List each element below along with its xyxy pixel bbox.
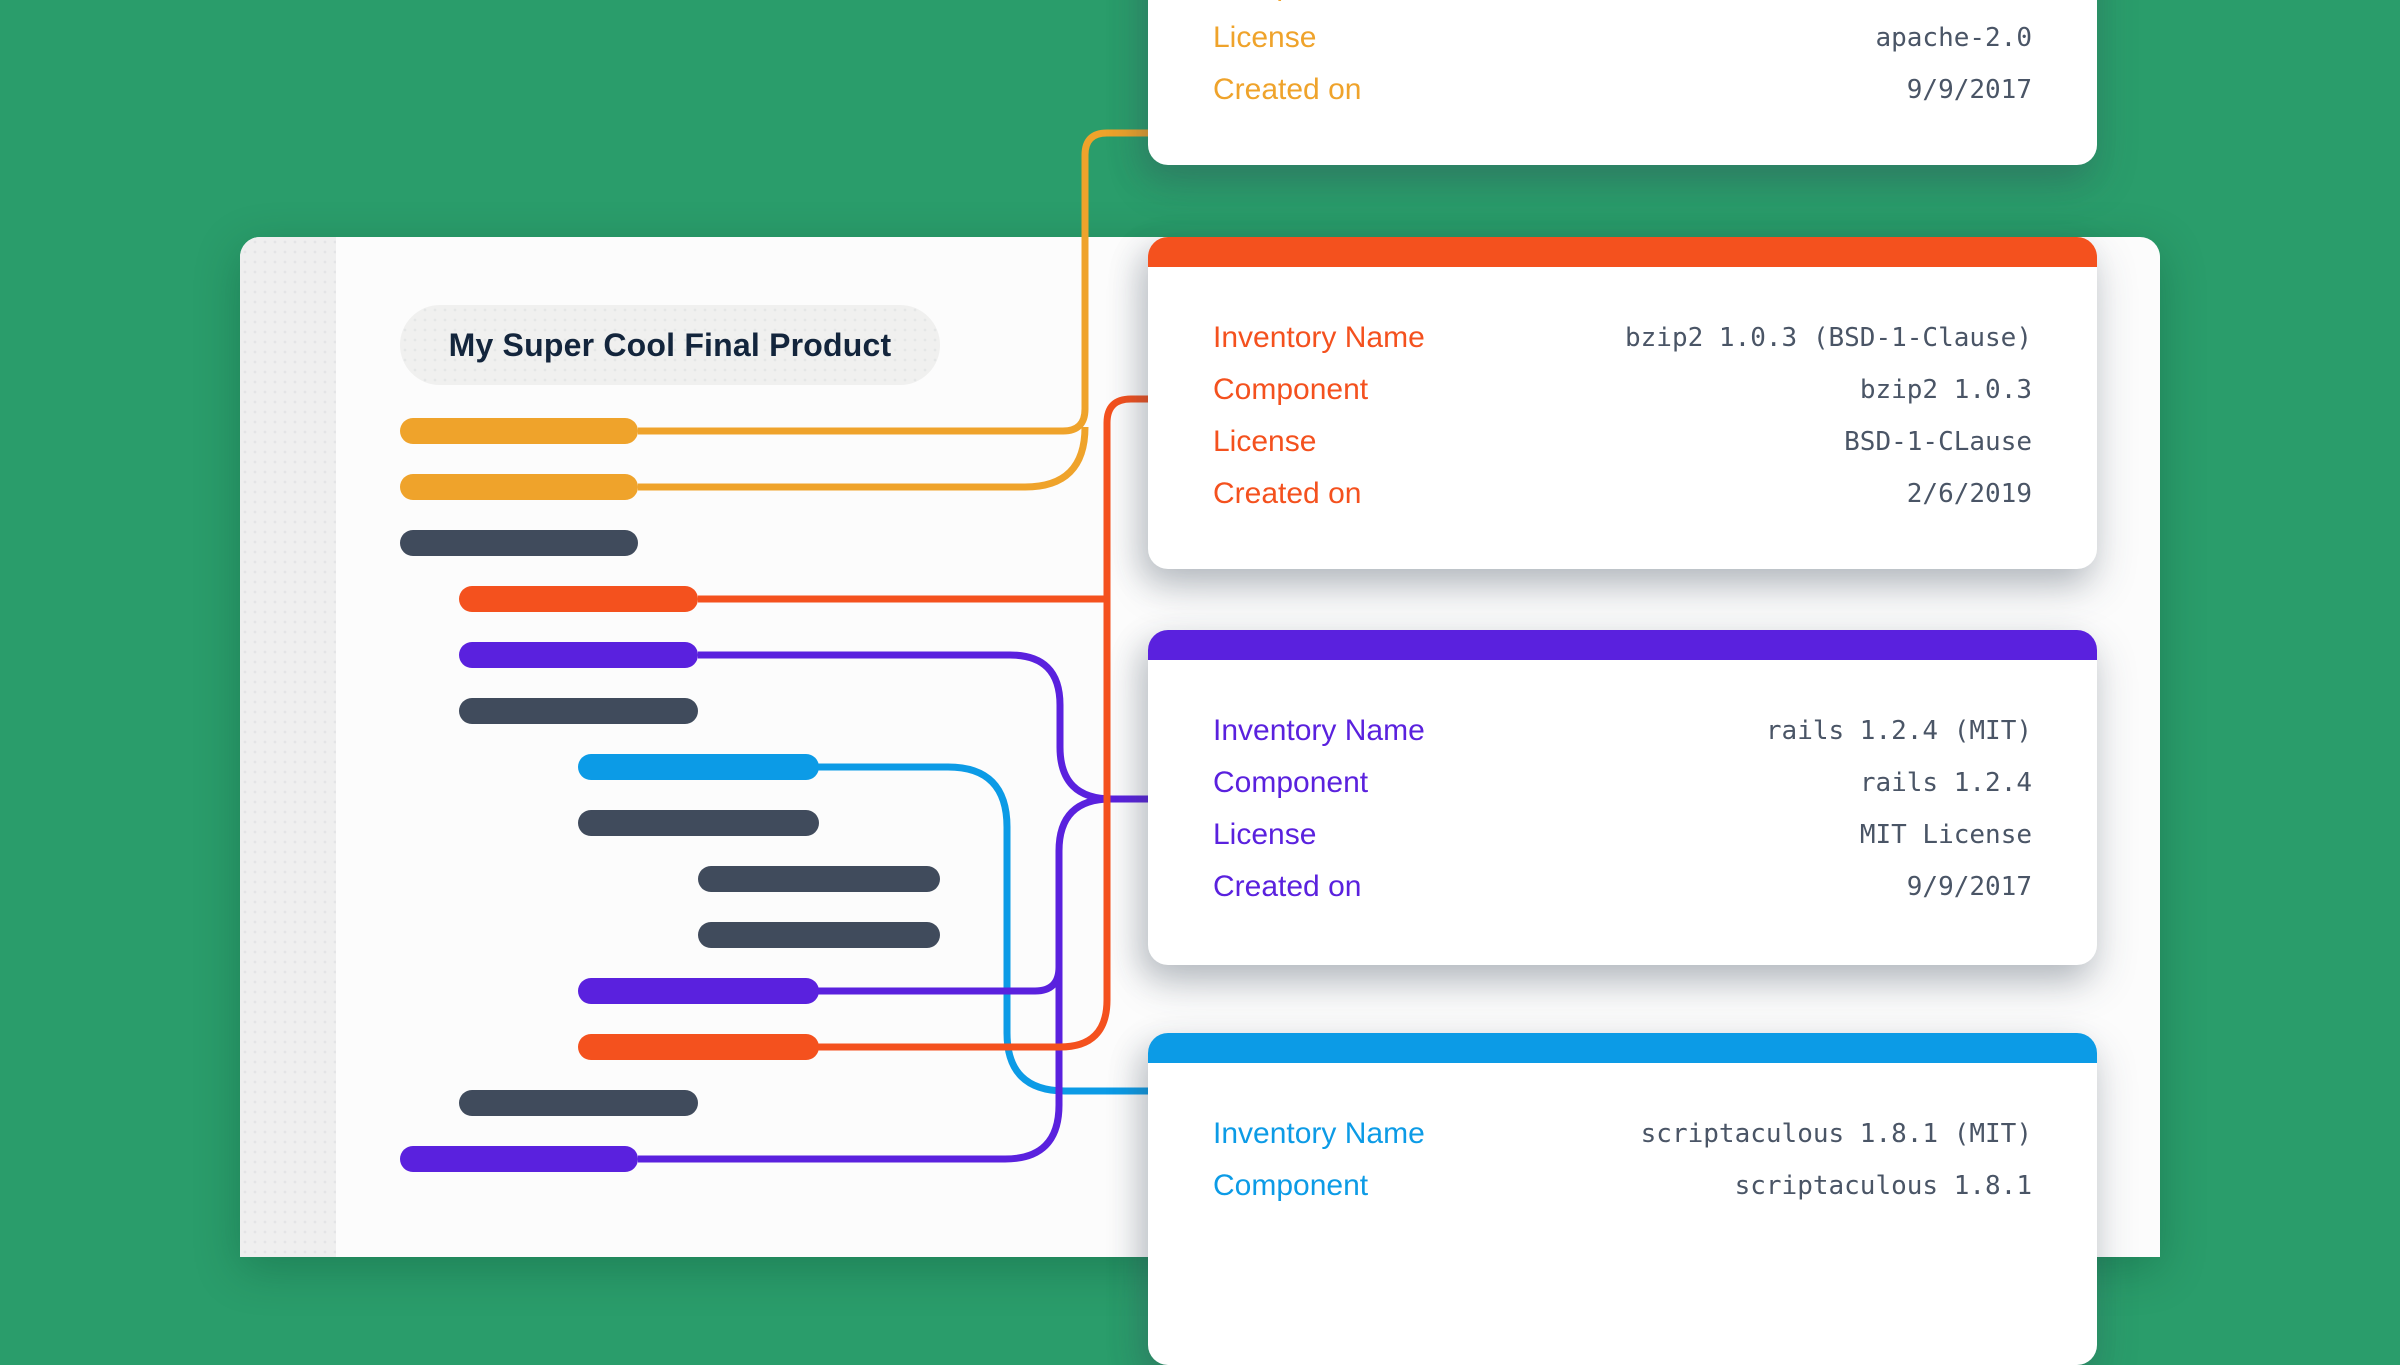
card-accent-bar-bzip2 (1148, 237, 2097, 267)
dependency-bar-slate-12 (459, 1090, 698, 1116)
card-row-label: Component (1213, 373, 1369, 406)
card-row-label: License (1213, 425, 1317, 458)
card-row-label: Created on (1213, 870, 1362, 903)
card-row-value: bzip2 1.0.3 (BSD-1-Clause) (1625, 323, 2032, 353)
card-accent-bar-scriptaculous (1148, 1033, 2097, 1063)
illustration-background: { "colors": { "background_green": "#2A9D… (240, 0, 2160, 1365)
dependency-bar-purple-13 (400, 1146, 638, 1172)
card-rows: Inventory Name bzip2 1.0.3 (BSD-1-Clause)… (1148, 267, 2097, 520)
card-row: Created on 2/6/2019 (1213, 468, 2032, 520)
card-row-value: apache-2.0 (1875, 23, 2032, 53)
card-row-value: scriptaculous 1.8.1 (1734, 1171, 2032, 1201)
component-card-scriptaculous[interactable]: Inventory Name scriptaculous 1.8.1 (MIT) C… (1148, 1033, 2097, 1365)
card-row: Inventory Name scriptaculous 1.8.1 (MIT) (1213, 1108, 2032, 1160)
panel-gutter (240, 237, 336, 1257)
dependency-bar-slate-7 (578, 810, 819, 836)
card-row-value: BSD-1-CLause (1844, 427, 2032, 457)
product-title: My Super Cool Final Product (448, 326, 892, 363)
card-row: Component bzip2 1.0.3 (1213, 364, 2032, 416)
card-row-label: License (1213, 818, 1317, 851)
dependency-bar-amber-1 (400, 474, 638, 500)
card-row-label: License (1213, 21, 1317, 54)
dependency-bar-slate-9 (698, 922, 940, 948)
card-row-label: Inventory Name (1213, 321, 1425, 354)
product-title-pill[interactable]: My Super Cool Final Product (400, 305, 940, 385)
card-accent-bar-rails (1148, 630, 2097, 660)
card-row-label: Created on (1213, 477, 1362, 510)
card-row: Created on 9/9/2017 (1213, 64, 2032, 116)
card-row: License apache-2.0 (1213, 12, 2032, 64)
card-rows: Inventory Name scriptaculous 1.8.1 (MIT) C… (1148, 1063, 2097, 1212)
card-row: Inventory Name rails 1.2.4 (MIT) (1213, 705, 2032, 757)
card-row-label: Created on (1213, 73, 1362, 106)
dependency-bar-slate-8 (698, 866, 940, 892)
card-row: Created on 9/9/2017 (1213, 861, 2032, 913)
component-card-rails[interactable]: Inventory Name rails 1.2.4 (MIT) Component… (1148, 630, 2097, 965)
dependency-bar-amber-0 (400, 418, 638, 444)
card-row-value: bzip2 1.0.3 (1859, 375, 2032, 405)
card-row: Component apache-xmlrpc 3.1 (1213, 0, 2032, 12)
card-rows: Component apache-xmlrpc 3.1License apache-… (1148, 0, 2097, 116)
card-row-value: MIT License (1859, 820, 2032, 850)
card-row-value: apache-xmlrpc 3.1 (1766, 0, 2032, 1)
card-row-label: Component (1213, 1169, 1369, 1202)
dependency-bar-blue-6 (578, 754, 819, 780)
card-row: Component scriptaculous 1.8.1 (1213, 1160, 2032, 1212)
dependency-bar-purple-4 (459, 642, 698, 668)
card-row-value: 9/9/2017 (1906, 75, 2032, 105)
card-row-value: 2/6/2019 (1906, 479, 2032, 509)
dependency-bar-red-3 (459, 586, 698, 612)
card-row-value: rails 1.2.4 (MIT) (1765, 716, 2032, 746)
card-row: License BSD-1-CLause (1213, 416, 2032, 468)
card-row: License MIT License (1213, 809, 2032, 861)
card-row-label: Component (1213, 0, 1368, 3)
card-row: Inventory Name bzip2 1.0.3 (BSD-1-Clause) (1213, 312, 2032, 364)
card-row-value: rails 1.2.4 (1859, 768, 2032, 798)
component-card-apache[interactable]: Component apache-xmlrpc 3.1License apache-… (1148, 0, 2097, 165)
dependency-bar-purple-10 (578, 978, 819, 1004)
card-rows: Inventory Name rails 1.2.4 (MIT) Component… (1148, 660, 2097, 913)
card-row-label: Component (1213, 766, 1369, 799)
card-row-value: scriptaculous 1.8.1 (MIT) (1640, 1119, 2032, 1149)
dependency-bar-red-11 (578, 1034, 819, 1060)
dependency-bar-slate-5 (459, 698, 698, 724)
card-row: Component rails 1.2.4 (1213, 757, 2032, 809)
dependency-bar-slate-2 (400, 530, 638, 556)
card-row-label: Inventory Name (1213, 714, 1425, 747)
component-card-bzip2[interactable]: Inventory Name bzip2 1.0.3 (BSD-1-Clause)… (1148, 237, 2097, 569)
card-row-label: Inventory Name (1213, 1117, 1425, 1150)
card-row-value: 9/9/2017 (1906, 872, 2032, 902)
